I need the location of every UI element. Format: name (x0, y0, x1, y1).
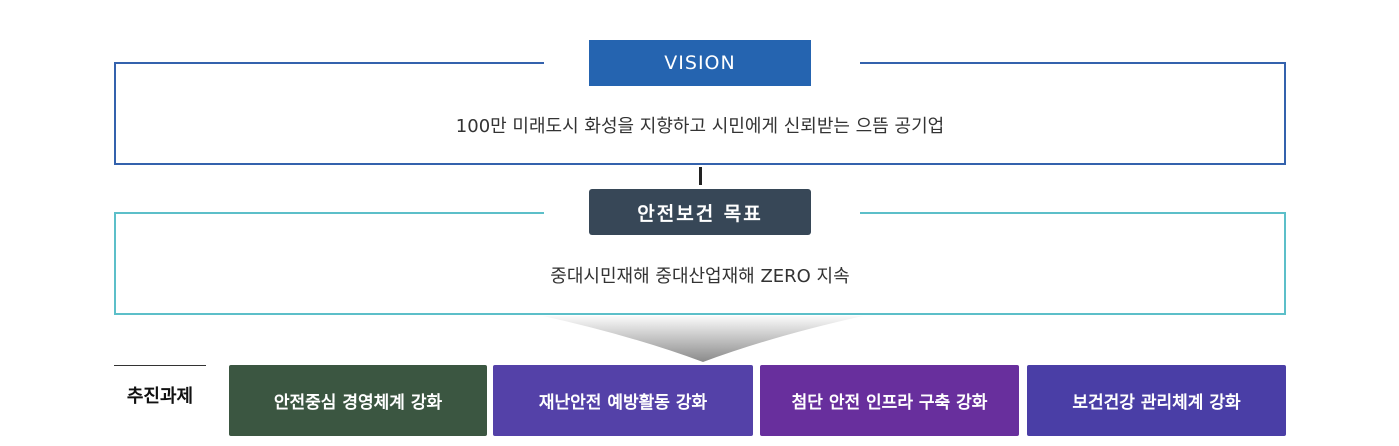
task-safety-infrastructure: 첨단 안전 인프라 구축 강화 (760, 365, 1019, 436)
task-safety-management: 안전중심 경영체계 강화 (229, 365, 487, 436)
goal-text: 중대시민재해 중대산업재해 ZERO 지속 (550, 266, 850, 287)
task-health-management: 보건건강 관리체계 강화 (1027, 365, 1286, 436)
tasks-label: 추진과제 (126, 386, 194, 407)
goal-header: 안전보건 목표 (589, 189, 811, 235)
goal-box: 중대시민재해 중대산업재해 ZERO 지속 (114, 211, 1286, 315)
task-disaster-prevention: 재난안전 예방활동 강화 (493, 365, 753, 436)
vision-text: 100만 미래도시 화성을 지향하고 시민에게 신뢰받는 으뜸 공기업 (455, 116, 945, 137)
connector-line (699, 167, 702, 185)
label-divider (114, 365, 206, 366)
down-arrow-icon (543, 316, 863, 362)
vision-header: VISION (589, 40, 811, 86)
